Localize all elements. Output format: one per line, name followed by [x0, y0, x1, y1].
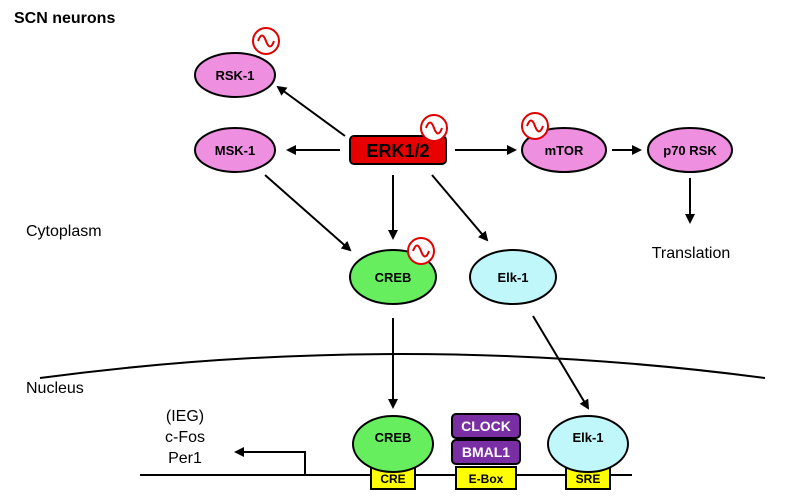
sre-label: SRE [576, 472, 601, 486]
cytoplasm-label: Cytoplasm [26, 223, 102, 240]
node-mtor: mTOR [521, 127, 607, 173]
node-bmal1-label: BMAL1 [462, 444, 510, 460]
arrow-elk1-nucleus [532, 315, 590, 410]
diagram-title: SCN neurons [14, 10, 115, 27]
node-elk1-nucleus-label: Elk-1 [572, 430, 603, 445]
node-mtor-label: mTOR [545, 143, 584, 158]
node-creb-label: CREB [375, 270, 412, 285]
node-p70rsk: p70 RSK [647, 127, 733, 173]
node-p70rsk-label: p70 RSK [663, 143, 717, 158]
node-elk1-nucleus: Elk-1 [547, 415, 629, 473]
node-elk1-label: Elk-1 [497, 270, 528, 285]
translation-label: Translation [652, 245, 731, 262]
node-rsk1-label: RSK-1 [215, 68, 254, 83]
node-bmal1: BMAL1 [451, 439, 521, 465]
node-creb: CREB [349, 249, 437, 305]
rhythm-icon [252, 27, 280, 55]
per1-label: Per1 [168, 450, 202, 467]
cre-element: CRE [370, 466, 416, 490]
node-clock: CLOCK [451, 413, 521, 439]
node-rsk1: RSK-1 [194, 52, 276, 98]
transcription-arrow [234, 447, 306, 475]
rhythm-icon [407, 237, 435, 265]
ebox-label: E-Box [469, 472, 504, 486]
nuclear-membrane [39, 353, 766, 379]
arrow-msk1-creb [264, 174, 352, 252]
cfos-label: c-Fos [165, 429, 205, 446]
rhythm-icon [420, 114, 448, 142]
arrow-erk-elk1 [431, 174, 489, 242]
node-clock-label: CLOCK [461, 418, 511, 434]
rhythm-icon [521, 112, 549, 140]
sre-element: SRE [565, 466, 611, 490]
arrow-erk-rsk1 [276, 85, 346, 137]
node-msk1-label: MSK-1 [215, 143, 255, 158]
nucleus-label: Nucleus [26, 380, 84, 397]
node-msk1: MSK-1 [194, 127, 276, 173]
node-elk1: Elk-1 [469, 249, 557, 305]
node-erk12-label: ERK1/2 [366, 141, 429, 161]
node-creb-nucleus: CREB [352, 415, 434, 473]
node-erk12: ERK1/2 [349, 135, 447, 165]
ebox-element: E-Box [455, 466, 517, 490]
node-creb-nucleus-label: CREB [375, 430, 412, 445]
cre-label: CRE [380, 472, 405, 486]
ieg-label: (IEG) [166, 408, 204, 425]
